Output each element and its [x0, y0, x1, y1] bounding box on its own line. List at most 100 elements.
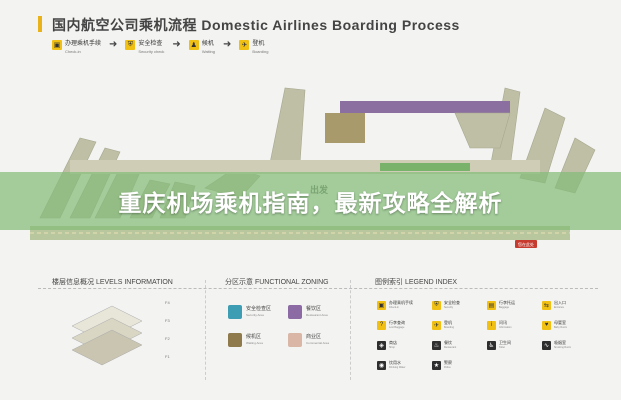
zone-swatch [288, 333, 302, 347]
step-label: 安全检查 [138, 41, 163, 47]
legend-label: 吸烟室 [554, 340, 566, 345]
step-waiting: ♟ 候机 Waiting [188, 40, 216, 56]
baby-room-icon: ♥ [542, 320, 551, 330]
police-icon: ★ [432, 360, 441, 370]
boarding-icon: ✈ [432, 320, 441, 330]
banner-title: 重庆机场乘机指南，最新攻略全解析 [118, 190, 503, 216]
security-icon: ⛨ [432, 300, 441, 310]
zone-label: 商业区 [306, 334, 322, 340]
legend-sublabel: Check-in [389, 306, 399, 309]
step-label: 办理乘机手续 [65, 41, 102, 47]
step-label: 登机 [252, 41, 265, 47]
arrow-icon: ➜ [223, 39, 232, 50]
title-banner [0, 172, 621, 230]
legend-title: 图例索引 LEGEND INDEX [375, 279, 458, 286]
levels-diagram [71, 305, 143, 366]
arrow-icon: ➜ [172, 39, 181, 50]
info-icon: i [487, 320, 496, 330]
zone-label: 安全检查区 [246, 306, 272, 312]
boarding-icon: ✈ [239, 40, 250, 50]
legend-label: 行李查询 [389, 320, 405, 325]
restaurant-icon: ♨ [432, 340, 441, 350]
section-divider [205, 280, 206, 380]
center-pier [269, 87, 306, 164]
step-sublabel: Check-in [65, 49, 81, 54]
legend-sublabel: Toilet [499, 346, 505, 349]
level-tag: F4 [165, 300, 170, 305]
legend-sublabel: Entrance [554, 306, 565, 309]
zone-sublabel: Waiting Area [246, 341, 263, 345]
legend-sublabel: Police [444, 366, 451, 369]
marker-label: 您在此处 [518, 241, 534, 247]
step-sublabel: Security check [138, 49, 165, 54]
zone-swatch [228, 333, 242, 347]
baggage-icon: ▤ [487, 300, 496, 310]
step-sublabel: Boarding [252, 49, 269, 54]
step-label: 候机 [201, 41, 214, 47]
step-sublabel: Waiting [201, 49, 216, 54]
zone-swatch [288, 305, 302, 319]
legend-label: 卫生间 [499, 340, 511, 345]
toilet-icon: ♿ [487, 340, 496, 350]
arrow-icon: ➜ [109, 39, 118, 50]
page-title: 国内航空公司乘机流程 Domestic Airlines Boarding Pr… [52, 17, 460, 33]
zoning-title: 分区示意 FUNCTIONAL ZONING [225, 279, 329, 286]
legend-label: 问讯 [499, 320, 507, 325]
zone-label: 候机区 [246, 334, 262, 340]
legend-sublabel: Shop [389, 346, 395, 349]
legend-sublabel: Boarding [444, 326, 455, 329]
check-in-icon: ▣ [377, 300, 386, 310]
smoking-icon: ∿ [542, 340, 551, 350]
section-divider [38, 288, 598, 289]
legend-label: 登机 [444, 320, 452, 325]
level-tag: F1 [165, 354, 170, 359]
legend-label: 安全检查 [444, 300, 460, 305]
baggage-query-icon: ? [377, 320, 386, 330]
waiting-icon: ♟ [188, 40, 199, 50]
levels-title: 楼层信息概况 LEVELS INFORMATION [52, 279, 173, 286]
level-tag: F3 [165, 318, 170, 323]
zone-label: 餐饮区 [306, 306, 322, 312]
legend-label: 母婴室 [554, 320, 566, 325]
zone-sublabel: Restaurant Area [306, 313, 328, 317]
east-concourse [454, 112, 511, 149]
step-boarding: ✈ 登机 Boarding [239, 40, 268, 56]
purple-zone-top [340, 101, 510, 113]
legend-sublabel: Information [499, 326, 512, 329]
zone-sublabel: Commercial Area [306, 341, 330, 345]
legend-label: 出入口 [554, 300, 566, 305]
title-accent-bar [38, 16, 42, 32]
legend-label: 餐饮 [444, 340, 452, 345]
legend-label: 办理乘机手续 [389, 300, 413, 305]
legend-sublabel: Restaurant [444, 346, 457, 349]
legend-sublabel: Lost Baggage [389, 326, 405, 329]
entrance-icon: ⇆ [542, 300, 551, 310]
legend-sublabel: Baby Room [554, 326, 568, 329]
water-icon: ◉ [377, 360, 386, 370]
level-tag: F2 [165, 336, 170, 341]
commercial-block [325, 113, 365, 143]
legend-label: 行李托运 [499, 300, 515, 305]
legend-label: 警察 [444, 360, 452, 365]
green-zone [380, 163, 470, 171]
legend-label: 商店 [389, 340, 397, 345]
legend-sublabel: Baggage [499, 306, 510, 309]
